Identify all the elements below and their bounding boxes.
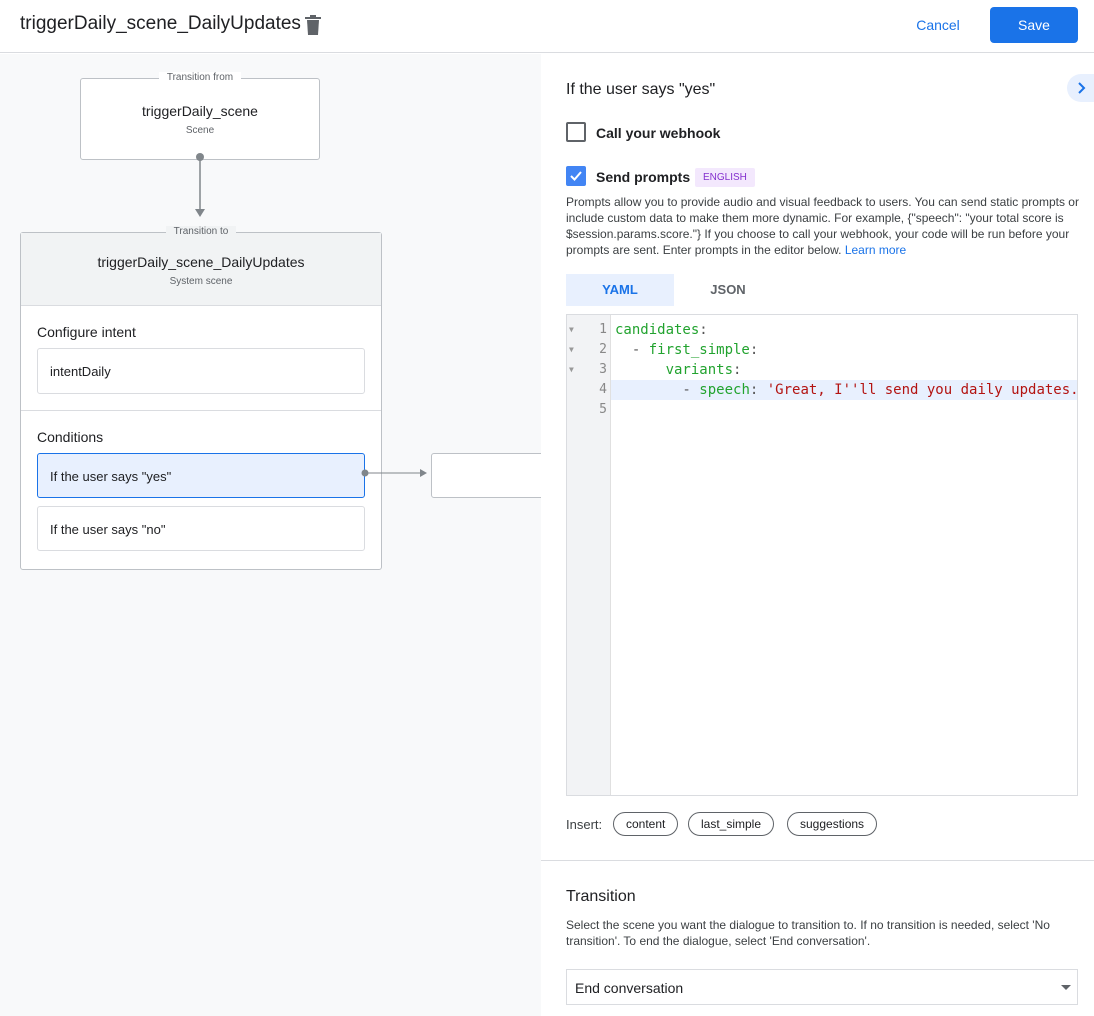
header: triggerDaily_scene_DailyUpdates Cancel S…	[0, 0, 1094, 53]
node-name: triggerDaily_scene_DailyUpdates	[97, 254, 305, 270]
panel-title: If the user says "yes"	[566, 81, 716, 98]
fold-icon[interactable]: ▼	[569, 325, 574, 334]
insert-chip-suggestions[interactable]: suggestions	[787, 812, 878, 836]
code-key: first_simple	[648, 342, 750, 358]
webhook-checkbox[interactable]	[566, 122, 586, 142]
check-icon	[570, 171, 582, 181]
transition-select[interactable]: End conversation	[566, 969, 1078, 1005]
trash-icon[interactable]	[304, 15, 322, 35]
node-type: Scene	[185, 125, 215, 136]
intent-item[interactable]: intentDaily	[37, 348, 365, 394]
node-legend: Transition from	[158, 72, 242, 83]
fold-icon[interactable]: ▼	[569, 365, 574, 374]
transition-title: Transition	[566, 888, 636, 905]
save-button[interactable]: Save	[990, 7, 1078, 43]
condition-item-no[interactable]: If the user says "no"	[37, 506, 365, 551]
scene-canvas: Transition from triggerDaily_scene Scene…	[0, 54, 551, 1016]
conditions-label: Conditions	[37, 429, 104, 445]
insert-chip-content[interactable]: content	[613, 812, 679, 836]
node-type: System scene	[169, 276, 233, 287]
page-title: triggerDaily_scene_DailyUpdates	[20, 13, 301, 34]
code-key: variants	[665, 362, 734, 378]
condition-panel: If the user says "yes" Call your webhook…	[541, 54, 1094, 1016]
code-key: candidates	[615, 322, 700, 338]
webhook-label: Call your webhook	[596, 125, 721, 141]
insert-chip-last-simple[interactable]: last_simple	[688, 812, 775, 836]
condition-connector	[361, 469, 427, 477]
node-legend: Transition to	[165, 226, 237, 237]
prompts-description: Prompts allow you to provide audio and v…	[566, 194, 1081, 258]
send-prompts-checkbox[interactable]	[566, 166, 586, 186]
learn-more-link[interactable]: Learn more	[844, 243, 907, 257]
configure-intent-label: Configure intent	[37, 324, 136, 340]
transition-from-node[interactable]: Transition from triggerDaily_scene Scene	[80, 72, 320, 160]
node-name: triggerDaily_scene	[142, 103, 258, 119]
language-badge: ENGLISH	[695, 168, 755, 187]
collapse-panel-button[interactable]	[1067, 74, 1094, 102]
condition-item-yes[interactable]: If the user says "yes"	[37, 453, 365, 498]
code-string: 'Great, I''ll send you daily updates.	[766, 382, 1079, 398]
transition-description: Select the scene you want the dialogue t…	[566, 918, 1050, 948]
insert-label: Insert:	[566, 817, 603, 832]
send-prompts-label: Send prompts	[596, 169, 691, 185]
tab-yaml[interactable]: YAML	[566, 274, 674, 306]
fold-icon[interactable]: ▼	[569, 345, 574, 354]
target-node-empty[interactable]	[431, 453, 551, 498]
description-text: Prompts allow you to provide audio and v…	[566, 195, 1079, 257]
transition-value: End conversation	[575, 980, 684, 996]
cancel-button[interactable]: Cancel	[900, 8, 976, 42]
dropdown-arrow-icon	[1061, 985, 1071, 990]
code-key: speech	[699, 382, 750, 398]
connector-arrow	[195, 153, 205, 217]
chevron-right-icon	[1078, 82, 1086, 94]
tab-json[interactable]: JSON	[710, 282, 746, 297]
transition-to-node: Transition to triggerDaily_scene_DailyUp…	[20, 226, 382, 570]
